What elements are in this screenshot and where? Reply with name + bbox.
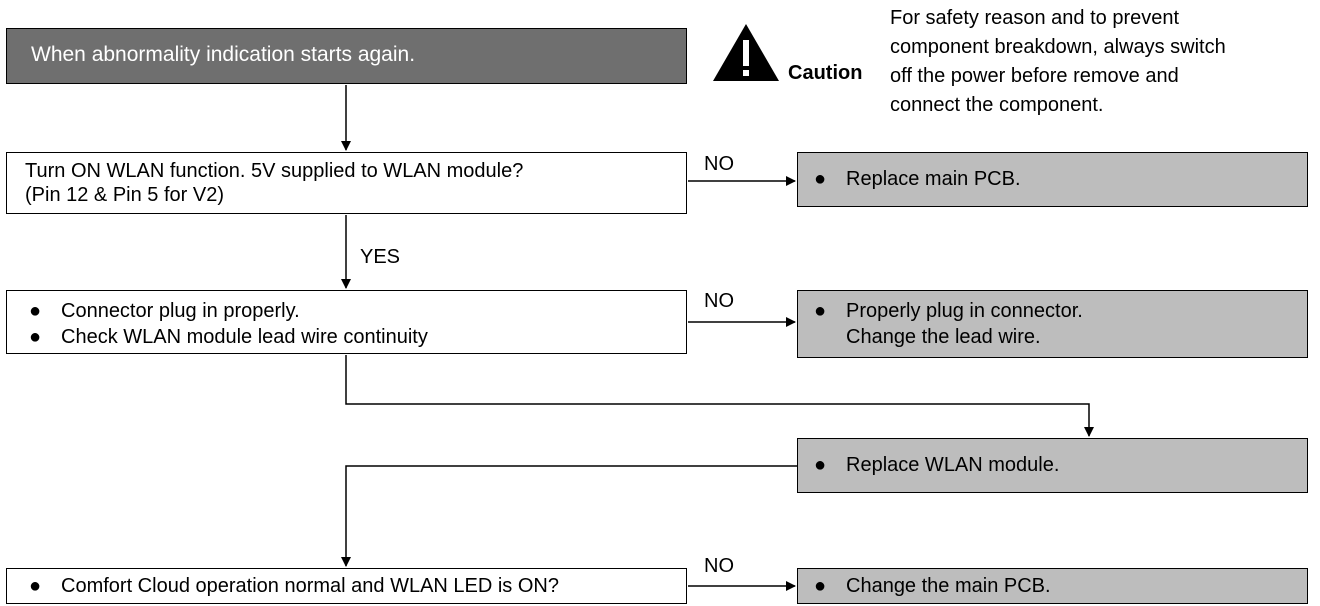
replace-wlan: ● Replace WLAN module. — [814, 453, 1059, 477]
q2-item2: ● Check WLAN module lead wire continuity — [29, 325, 428, 349]
caution-label: Caution — [788, 62, 863, 84]
caution-line: connect the component. — [890, 94, 1104, 116]
caution-line: component breakdown, always switch — [890, 36, 1226, 58]
caution-text: For safety reason and to prevent compone… — [890, 4, 1320, 120]
q2-item2-text: Check WLAN module lead wire continuity — [61, 326, 428, 348]
bullet-icon: ● — [29, 300, 42, 322]
q2-no-action-line1-text: Properly plug in connector. — [846, 300, 1083, 322]
bullet-icon: ● — [814, 168, 827, 190]
q2-no-action-box: ● Properly plug in connector. Change the … — [797, 290, 1308, 358]
replace-wlan-box: ● Replace WLAN module. — [797, 438, 1308, 493]
q2-to-replace-wlan-connector — [345, 355, 1094, 437]
q2-item1: ● Connector plug in properly. — [29, 299, 300, 323]
q1-no-action-box: ● Replace main PCB. — [797, 152, 1308, 207]
q3-no-label: NO — [704, 555, 734, 577]
q2-no-label: NO — [704, 290, 734, 312]
q1-box: Turn ON WLAN function. 5V supplied to WL… — [6, 152, 687, 214]
q2-box: ● Connector plug in properly. ● Check WLAN… — [6, 290, 687, 354]
q2-no-action-line1: ● Properly plug in connector. — [814, 299, 1083, 323]
q1-yes-label: YES — [360, 246, 401, 268]
q3-box: ● Comfort Cloud operation normal and WLAN… — [6, 568, 687, 604]
q2-item1-text: Connector plug in properly. — [61, 300, 300, 322]
start-text: When abnormality indication starts again… — [31, 43, 416, 66]
q1-line2: (Pin 12 & Pin 5 for V2) — [25, 184, 224, 206]
q1-no-label: NO — [704, 153, 734, 175]
q3-item1-text: Comfort Cloud operation normal and WLAN … — [61, 575, 559, 597]
warning-icon — [713, 24, 779, 81]
bullet-icon: ● — [814, 575, 827, 597]
bullet-icon: ● — [29, 575, 42, 597]
caution-line: For safety reason and to prevent — [890, 7, 1180, 29]
q1-no-action-text: Replace main PCB. — [846, 168, 1021, 190]
start-box: When abnormality indication starts again… — [6, 28, 687, 84]
q3-no-action-box: ● Change the main PCB. — [797, 568, 1308, 604]
q2-no-action-line2: Change the lead wire. — [846, 326, 1041, 348]
q3-no-action-text: Change the main PCB. — [846, 575, 1051, 597]
caution-line: off the power before remove and — [890, 65, 1179, 87]
q1-no-action: ● Replace main PCB. — [814, 167, 1021, 191]
bullet-icon: ● — [814, 454, 827, 476]
bullet-icon: ● — [814, 300, 827, 322]
bullet-icon: ● — [29, 326, 42, 348]
replace-wlan-to-q3-connector — [341, 465, 797, 567]
q1-line1: Turn ON WLAN function. 5V supplied to WL… — [25, 160, 524, 182]
q3-item1: ● Comfort Cloud operation normal and WLAN… — [29, 574, 559, 598]
replace-wlan-text: Replace WLAN module. — [846, 454, 1060, 476]
q3-no-action: ● Change the main PCB. — [814, 574, 1051, 598]
